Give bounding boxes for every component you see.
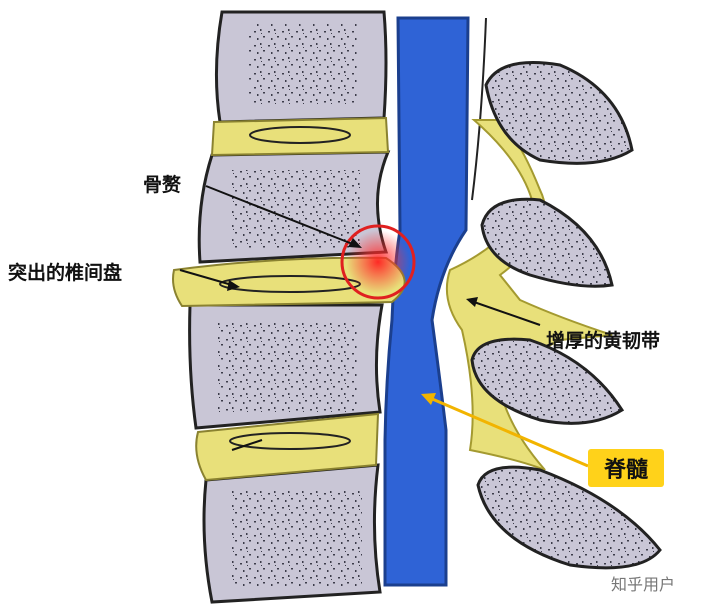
disc-arrowhead bbox=[227, 280, 240, 291]
vertebra-interior bbox=[232, 170, 360, 248]
herniated-disc-label: 突出的椎间盘 bbox=[8, 262, 123, 284]
disc-arrow bbox=[179, 269, 233, 286]
intervertebral-disc bbox=[195, 412, 380, 482]
posterior-process bbox=[484, 61, 634, 165]
bone-spur-label: 骨赘 bbox=[143, 174, 182, 196]
spinal-cord-label: 脊髓 bbox=[588, 449, 664, 487]
disc-small-arrow bbox=[231, 439, 263, 451]
ligament-arrowhead bbox=[466, 297, 478, 307]
ligament-arrow bbox=[473, 301, 541, 326]
compression-highlight-circle bbox=[340, 224, 416, 300]
dura-line bbox=[471, 17, 487, 201]
vertebra-interior bbox=[232, 490, 362, 586]
nucleus-pulposus bbox=[229, 432, 351, 450]
vertebra-interior bbox=[218, 322, 358, 412]
nucleus-pulposus bbox=[249, 126, 351, 144]
bone-spur-arrowhead bbox=[348, 238, 362, 248]
compression-glow bbox=[346, 230, 410, 294]
bone-spur-arrow bbox=[205, 185, 356, 246]
posterior-process bbox=[476, 465, 662, 570]
intervertebral-disc bbox=[210, 116, 390, 157]
spinal-cord-arrow bbox=[429, 396, 589, 468]
posterior-process bbox=[470, 337, 625, 425]
watermark: 知乎用户 bbox=[611, 575, 676, 594]
spinal-cord-arrowhead bbox=[421, 393, 436, 405]
posterior-process bbox=[480, 197, 614, 288]
vertebra-interior bbox=[248, 24, 358, 106]
ligamentum-flavum-label: 增厚的黄韧带 bbox=[546, 330, 661, 352]
